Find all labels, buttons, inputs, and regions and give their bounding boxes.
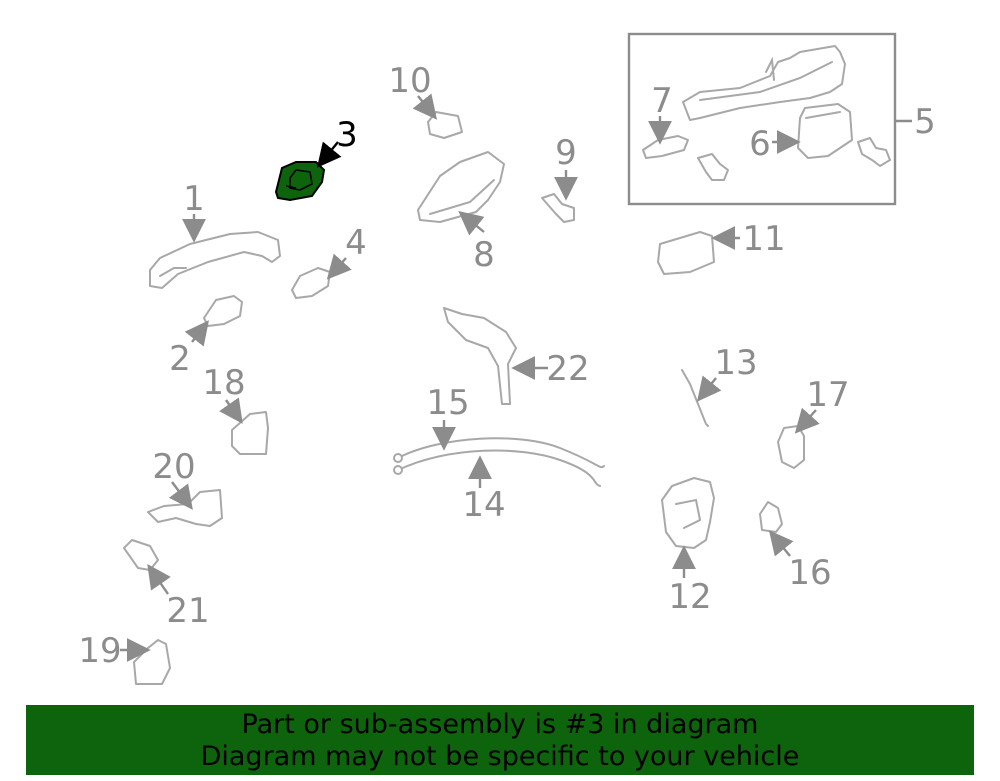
part-8-inside-handle [417, 151, 505, 223]
callout-14: 14 [462, 485, 505, 525]
parts-diagram: 1 2 3 4 5 6 7 8 9 10 11 12 13 14 15 16 1… [78, 32, 936, 685]
part-20-door-check [147, 489, 223, 527]
callout-10: 10 [388, 61, 431, 101]
banner-line-1: Part or sub-assembly is #3 in diagram [241, 709, 759, 740]
part-4-cap [291, 267, 331, 299]
part-22-lock-cylinder [443, 307, 517, 405]
callout-15: 15 [426, 383, 469, 423]
callout-19: 19 [78, 631, 121, 671]
callout-16: 16 [788, 553, 831, 593]
part-5-assembly-box [627, 32, 912, 206]
callout-4: 4 [345, 223, 367, 263]
callout-5: 5 [914, 102, 936, 142]
part-21-pad [123, 539, 159, 571]
callout-17: 17 [806, 375, 849, 415]
part-12-latch [661, 477, 715, 549]
callout-18: 18 [202, 363, 245, 403]
callout-6: 6 [749, 124, 771, 164]
callout-7: 7 [651, 81, 673, 121]
callout-20: 20 [152, 447, 195, 487]
callout-3[interactable]: 3 [336, 115, 358, 155]
callout-21: 21 [166, 591, 209, 631]
part-2-bezel [203, 295, 243, 327]
callout-22: 22 [546, 349, 589, 389]
callout-1: 1 [183, 179, 205, 219]
callout-2: 2 [169, 339, 191, 379]
part-16-clip [759, 501, 783, 533]
callout-12: 12 [668, 577, 711, 617]
callout-8: 8 [473, 235, 495, 275]
info-banner: Part or sub-assembly is #3 in diagram Di… [26, 705, 974, 775]
part-3-handle-cover[interactable] [274, 161, 326, 202]
part-17-cover [777, 425, 805, 469]
banner-line-2: Diagram may not be specific to your vehi… [200, 741, 800, 772]
callout-13: 13 [714, 343, 757, 383]
part-9-bolt [541, 193, 575, 223]
callout-11: 11 [742, 219, 785, 259]
part-11-bracket [657, 231, 715, 275]
part-1-outside-handle [149, 231, 281, 289]
leader-lines [120, 93, 820, 662]
callout-9: 9 [555, 133, 577, 173]
part-19-hinge [133, 639, 171, 685]
part-14-15-cables [393, 437, 605, 487]
part-13-rod [681, 369, 709, 427]
